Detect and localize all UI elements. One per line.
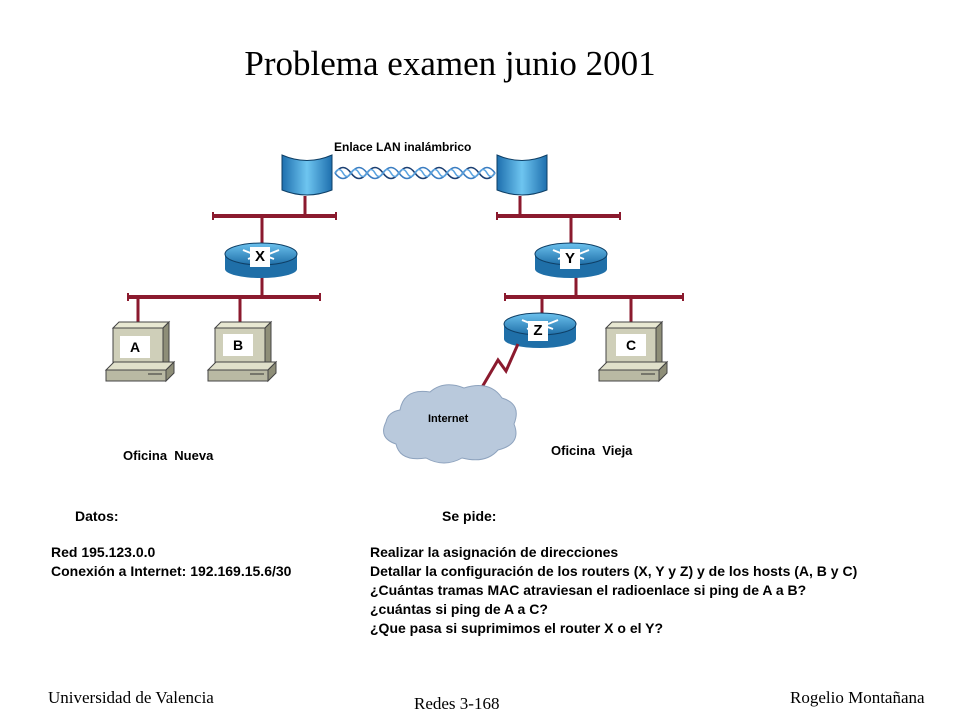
data-line: Red 195.123.0.0	[51, 544, 156, 560]
router-z-label: Z	[528, 321, 548, 341]
host-b-label: B	[223, 334, 253, 356]
wireless-link-label: Enlace LAN inalámbrico	[334, 140, 472, 154]
host-a-label: A	[120, 336, 150, 358]
footer-author: Rogelio Montañana	[790, 688, 925, 707]
office-new-label: Oficina Nueva	[123, 448, 214, 463]
request-line: ¿Cuántas tramas MAC atraviesan el radioe…	[370, 582, 807, 598]
serial-link-z-internet	[476, 343, 520, 395]
footer-university: Universidad de Valencia	[48, 688, 214, 707]
request-line: Detallar la configuración de los routers…	[370, 563, 858, 579]
wireless-antenna-left	[281, 154, 333, 216]
wireless-link-wave	[334, 166, 496, 180]
router-y-icon	[534, 242, 608, 278]
request-line: Realizar la asignación de direcciones	[370, 544, 619, 560]
lan-bus-top-left	[212, 212, 337, 243]
host-c-label: C	[616, 334, 646, 356]
router-y-label: Y	[560, 249, 580, 269]
lan-bus-office-new	[127, 275, 321, 322]
request-heading: Se pide:	[442, 508, 497, 524]
request-line: ¿cuántas si ping de A a C?	[370, 601, 548, 617]
data-heading: Datos:	[75, 508, 119, 524]
office-old-label: Oficina Vieja	[551, 443, 633, 458]
router-x-label: X	[250, 247, 270, 267]
lan-bus-office-old	[504, 275, 684, 322]
page-title: Problema examen junio 2001	[244, 44, 656, 83]
request-line: ¿Que pasa si suprimimos el router X o el…	[370, 620, 664, 636]
lan-bus-top-right	[496, 212, 621, 243]
data-line: Conexión a Internet: 192.169.15.6/30	[51, 563, 292, 579]
internet-label: Internet	[428, 413, 469, 425]
host-b-icon	[206, 320, 278, 383]
footer-page-number: Redes 3-168	[414, 694, 500, 713]
internet-cloud-icon	[383, 384, 517, 464]
wireless-antenna-right	[496, 154, 548, 216]
